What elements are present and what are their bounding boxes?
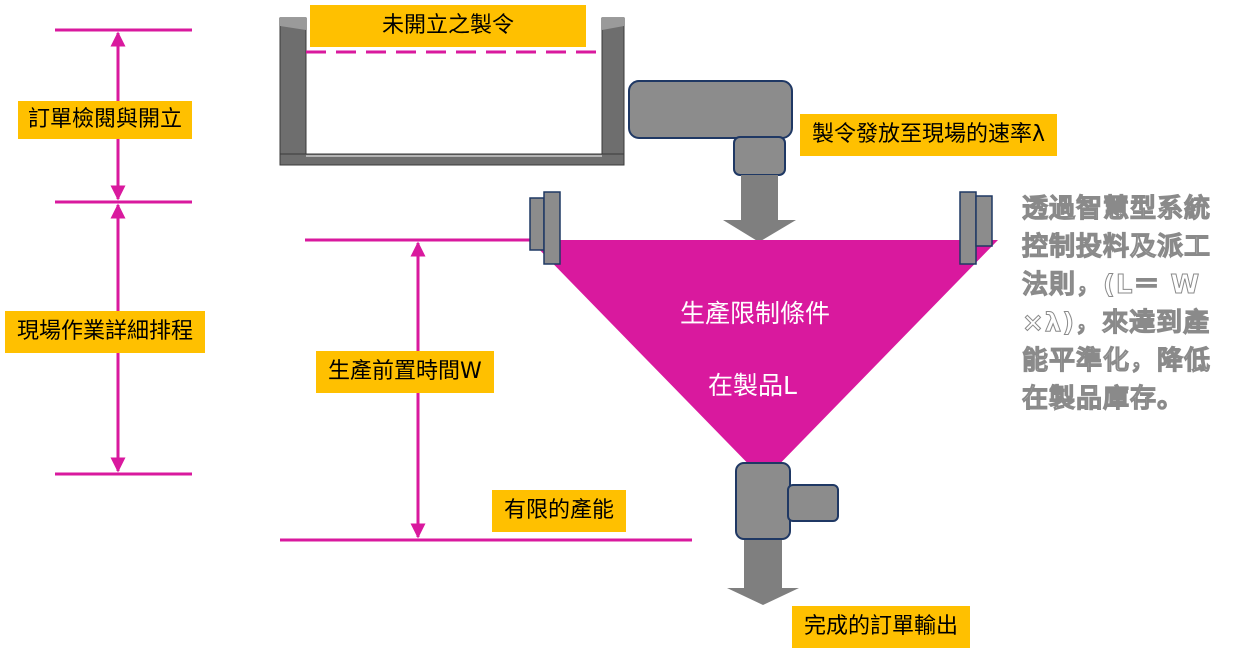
release-valve [628,80,793,176]
funnel-title: 生產限制條件 [680,299,831,328]
wip-funnel [530,240,998,480]
label-release-rate: 製令發放至現場的速率λ [800,114,1058,156]
release-arrow [723,175,796,242]
funnel-wip: 在製品L [708,371,797,400]
label-shop-floor-scheduling: 現場作業詳細排程 [5,311,206,353]
output-arrow [727,540,799,605]
label-unreleased-orders: 未開立之製令 [310,5,586,47]
label-lead-time: 生產前置時間W [316,351,494,393]
output-valve [735,462,839,540]
label-completed-output: 完成的訂單輸出 [792,606,971,648]
label-finite-capacity: 有限的產能 [492,490,627,532]
funnel-right-clamp [959,191,993,265]
order-tray [279,17,625,166]
label-order-review: 訂單檢閱與開立 [18,101,193,139]
funnel-left-clamp [529,191,561,265]
side-note: 透過智慧型系統控制投料及派工法則，(L＝ W ×λ)，來達到產能平準化，降低在製… [1022,194,1212,415]
